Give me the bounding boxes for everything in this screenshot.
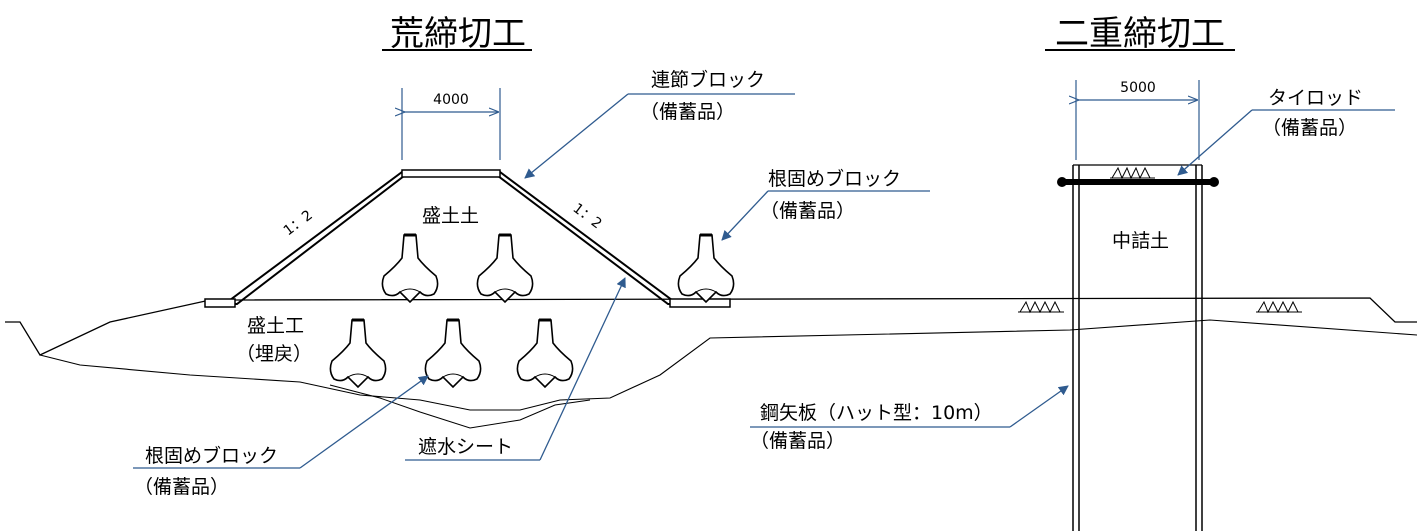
dim-left-text: 4000	[433, 92, 469, 108]
callout-root-block-right: 根固めブロック	[768, 167, 901, 190]
ground-hatch-right	[1256, 300, 1302, 314]
leader-root-block-left	[299, 375, 429, 469]
tie-rod-nut-left	[1057, 177, 1067, 187]
levee-toe-right	[669, 298, 731, 308]
embankment-work-label: 盛土工	[247, 315, 304, 337]
connected-block-layer	[212, 175, 726, 305]
leader-tie-rod	[1177, 109, 1253, 176]
title-left: 荒締切工	[390, 14, 526, 54]
callout-root-block-left-sub: （備蓄品）	[134, 476, 229, 498]
callout-tie-rod: タイロッド	[1268, 87, 1363, 109]
callout-root-block-left: 根固めブロック	[145, 444, 278, 467]
fill-soil-label: 中詰土	[1112, 230, 1169, 252]
levee-outline	[205, 171, 730, 301]
leader-sheet-pile	[1009, 385, 1069, 428]
callout-tie-rod-sub: （備蓄品）	[1262, 117, 1357, 139]
callout-connected-block-sub: （備蓄品）	[640, 101, 735, 123]
excavation-profile	[39, 319, 1417, 411]
root-block-lower-2	[423, 318, 483, 389]
levee-toe-left	[204, 298, 236, 308]
title-right: 二重締切工	[1055, 14, 1225, 54]
root-block-lower-3	[515, 318, 575, 389]
callout-root-block-right-sub: （備蓄品）	[760, 200, 855, 222]
embankment-soil-label: 盛土土	[422, 205, 479, 227]
leader-waterproof-sheet	[539, 277, 626, 461]
leader-root-block-right	[721, 190, 769, 241]
waterproof-sheet-line	[329, 384, 591, 429]
levee-crest-blocks	[401, 169, 501, 178]
ground-surface-line	[5, 297, 1417, 356]
tie-rod	[1060, 179, 1216, 185]
root-block-right	[676, 233, 736, 304]
root-block-lower-1	[328, 318, 388, 389]
slope-left-label: 1：2	[281, 207, 316, 239]
callout-sheet-pile-sub: （備蓄品）	[750, 430, 845, 452]
ground-hatch-left	[1018, 300, 1064, 314]
embankment-work-sub-label: （埋戻）	[236, 343, 312, 365]
callout-connected-block: 連節ブロック	[651, 68, 765, 91]
tie-rod-nut-right	[1209, 177, 1219, 187]
fill-hatch-top	[1110, 166, 1155, 180]
leader-connected-block	[524, 93, 629, 179]
root-block-upper-2	[475, 233, 535, 304]
callout-sheet-pile: 鋼矢板（ハット型：10m）	[760, 402, 993, 424]
dim-right-text: 5000	[1120, 80, 1156, 96]
root-block-upper-1	[380, 233, 440, 304]
callout-waterproof-sheet: 遮水シート	[418, 436, 513, 458]
